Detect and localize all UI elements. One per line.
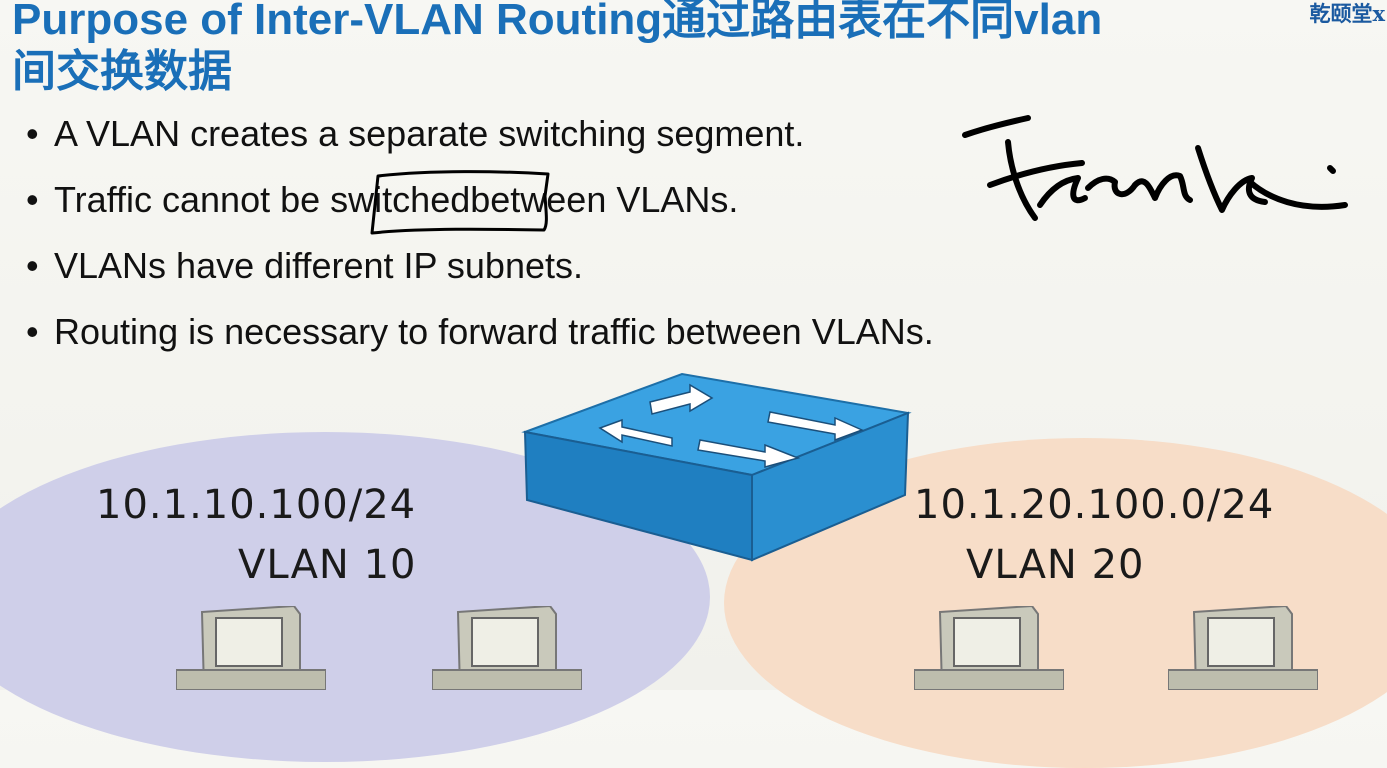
bullet-marker: • [26, 245, 39, 286]
vlan20-subnet: 10.1.20.100.0/24 [914, 482, 1275, 528]
handwritten-trunk [962, 115, 1348, 221]
bullet-item: • Traffic cannot be switchedbetween VLANs… [26, 178, 934, 244]
bullet-marker: • [26, 311, 39, 352]
bullet-list: • A VLAN creates a separate switching seg… [26, 112, 934, 376]
bullet-text: VLANs have different IP subnets. [54, 245, 583, 286]
computer-icon [176, 606, 326, 690]
computer-icon [432, 606, 582, 690]
watermark-logo: 乾颐堂x [1309, 1, 1385, 26]
bullet-item: • VLANs have different IP subnets. [26, 244, 934, 310]
bullet-marker: • [26, 179, 39, 220]
computer-icon [1168, 606, 1318, 690]
vlan10-name: VLAN 10 [238, 542, 417, 588]
highlighted-word: switched [330, 179, 471, 220]
bullet-text: Traffic cannot be [54, 179, 321, 220]
vlan10-subnet: 10.1.10.100/24 [96, 482, 417, 528]
bullet-marker: • [26, 113, 39, 154]
bullet-item: • A VLAN creates a separate switching seg… [26, 112, 934, 178]
annotation-box [370, 170, 550, 235]
bullet-item: • Routing is necessary to forward traffic… [26, 310, 934, 376]
bullet-text: between VLANs. [470, 179, 739, 220]
vlan20-name: VLAN 20 [966, 542, 1145, 588]
annotation-layer [370, 115, 1348, 235]
bullet-text: Routing is necessary to forward traffic … [54, 311, 934, 352]
switch-icon [521, 372, 912, 562]
computer-icon [914, 606, 1064, 690]
slide-title: Purpose of Inter-VLAN Routing通过路由表在不同vla… [12, 0, 1103, 96]
bullet-text: A VLAN creates a separate switching segm… [54, 113, 805, 154]
